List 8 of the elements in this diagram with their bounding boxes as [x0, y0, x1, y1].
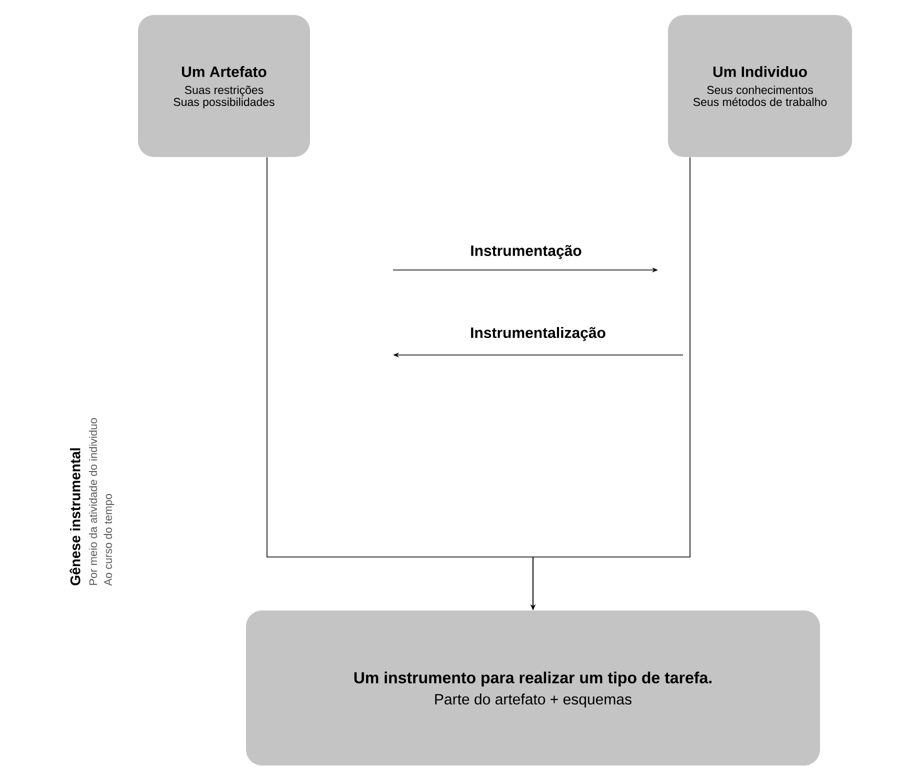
- rounded-box: Um Artefato Suas restrições Suas possibilidades: [138, 15, 310, 157]
- arrow-label: Instrumentação: [471, 245, 582, 259]
- rounded-box: Um instrumento para realizar um tipo de tarefa. Parte do artefato + esquemas: [246, 610, 820, 766]
- arrow-label: Instrumentalização: [471, 327, 606, 341]
- heading: Gênese instrumental: [70, 448, 80, 586]
- side-note: Ao curso do tempo: [104, 494, 114, 586]
- side-note: Por meio da atividade do individuo: [88, 418, 98, 585]
- rounded-box: Um Individuo Seus conhecimentos Seus métodos de trabalho: [668, 15, 852, 157]
